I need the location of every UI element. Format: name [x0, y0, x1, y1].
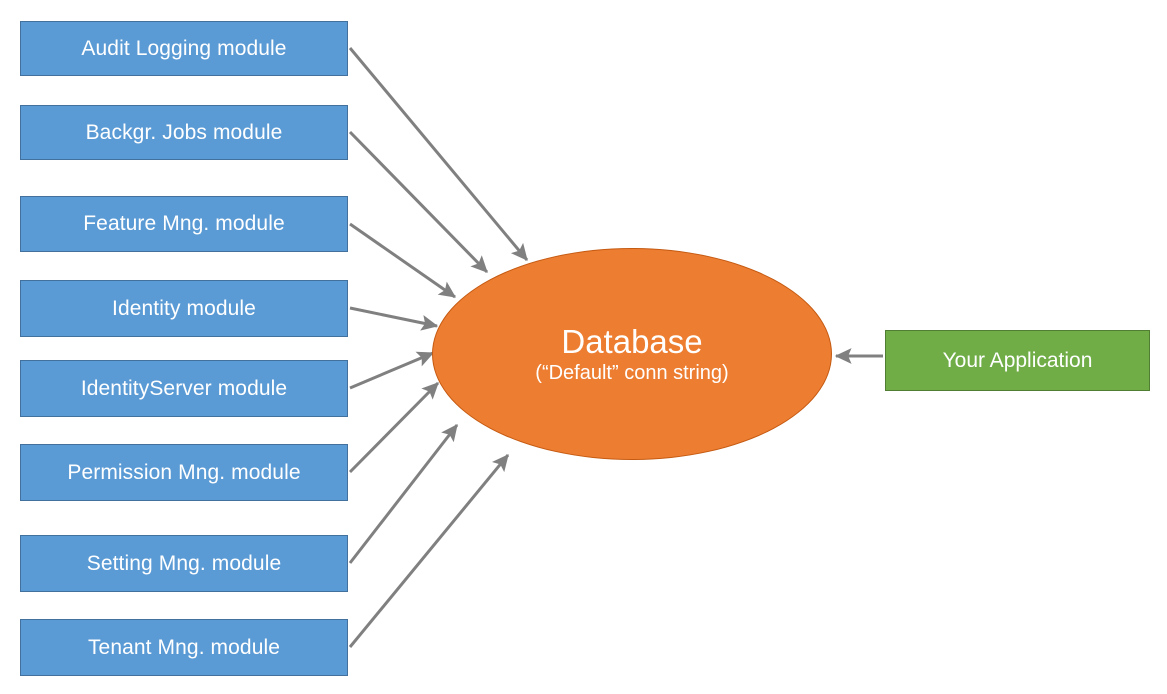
module-box-audit-logging[interactable]: Audit Logging module [20, 21, 348, 76]
arrow-identity-to-database [349, 306, 439, 331]
module-box-identity[interactable]: Identity module [20, 280, 348, 337]
your-application-label: Your Application [942, 348, 1093, 372]
arrow-tenant-mng-to-database [348, 454, 510, 648]
arrow-setting-mng-to-database [348, 424, 459, 564]
module-box-setting-mng[interactable]: Setting Mng. module [20, 535, 348, 592]
module-box-identityserver[interactable]: IdentityServer module [20, 360, 348, 417]
module-box-permission-mng[interactable]: Permission Mng. module [20, 444, 348, 501]
database-title: Database [561, 322, 703, 360]
module-box-background-jobs[interactable]: Backgr. Jobs module [20, 105, 348, 160]
module-label: Audit Logging module [81, 36, 287, 60]
arrow-permission-mng-to-database [348, 381, 440, 474]
module-box-tenant-mng[interactable]: Tenant Mng. module [20, 619, 348, 676]
module-label: Feature Mng. module [83, 212, 285, 235]
database-subtitle: (“Default” conn string) [535, 362, 729, 385]
arrow-identityserver-to-database [349, 351, 435, 390]
module-label: Backgr. Jobs module [85, 120, 283, 144]
your-application-box[interactable]: Your Application [885, 330, 1150, 391]
module-label: Tenant Mng. module [87, 635, 281, 659]
module-box-feature-mng[interactable]: Feature Mng. module [20, 196, 348, 252]
module-label: Setting Mng. module [86, 551, 282, 575]
arrow-feature-mng-to-database [349, 222, 456, 299]
arrow-audit-logging-to-database [348, 47, 529, 261]
arrow-background-jobs-to-database [348, 130, 489, 274]
module-label: Permission Mng. module [67, 460, 301, 484]
module-label: Identity module [112, 296, 256, 320]
database-ellipse[interactable]: Database (“Default” conn string) [432, 248, 832, 460]
module-label: IdentityServer module [80, 376, 288, 400]
